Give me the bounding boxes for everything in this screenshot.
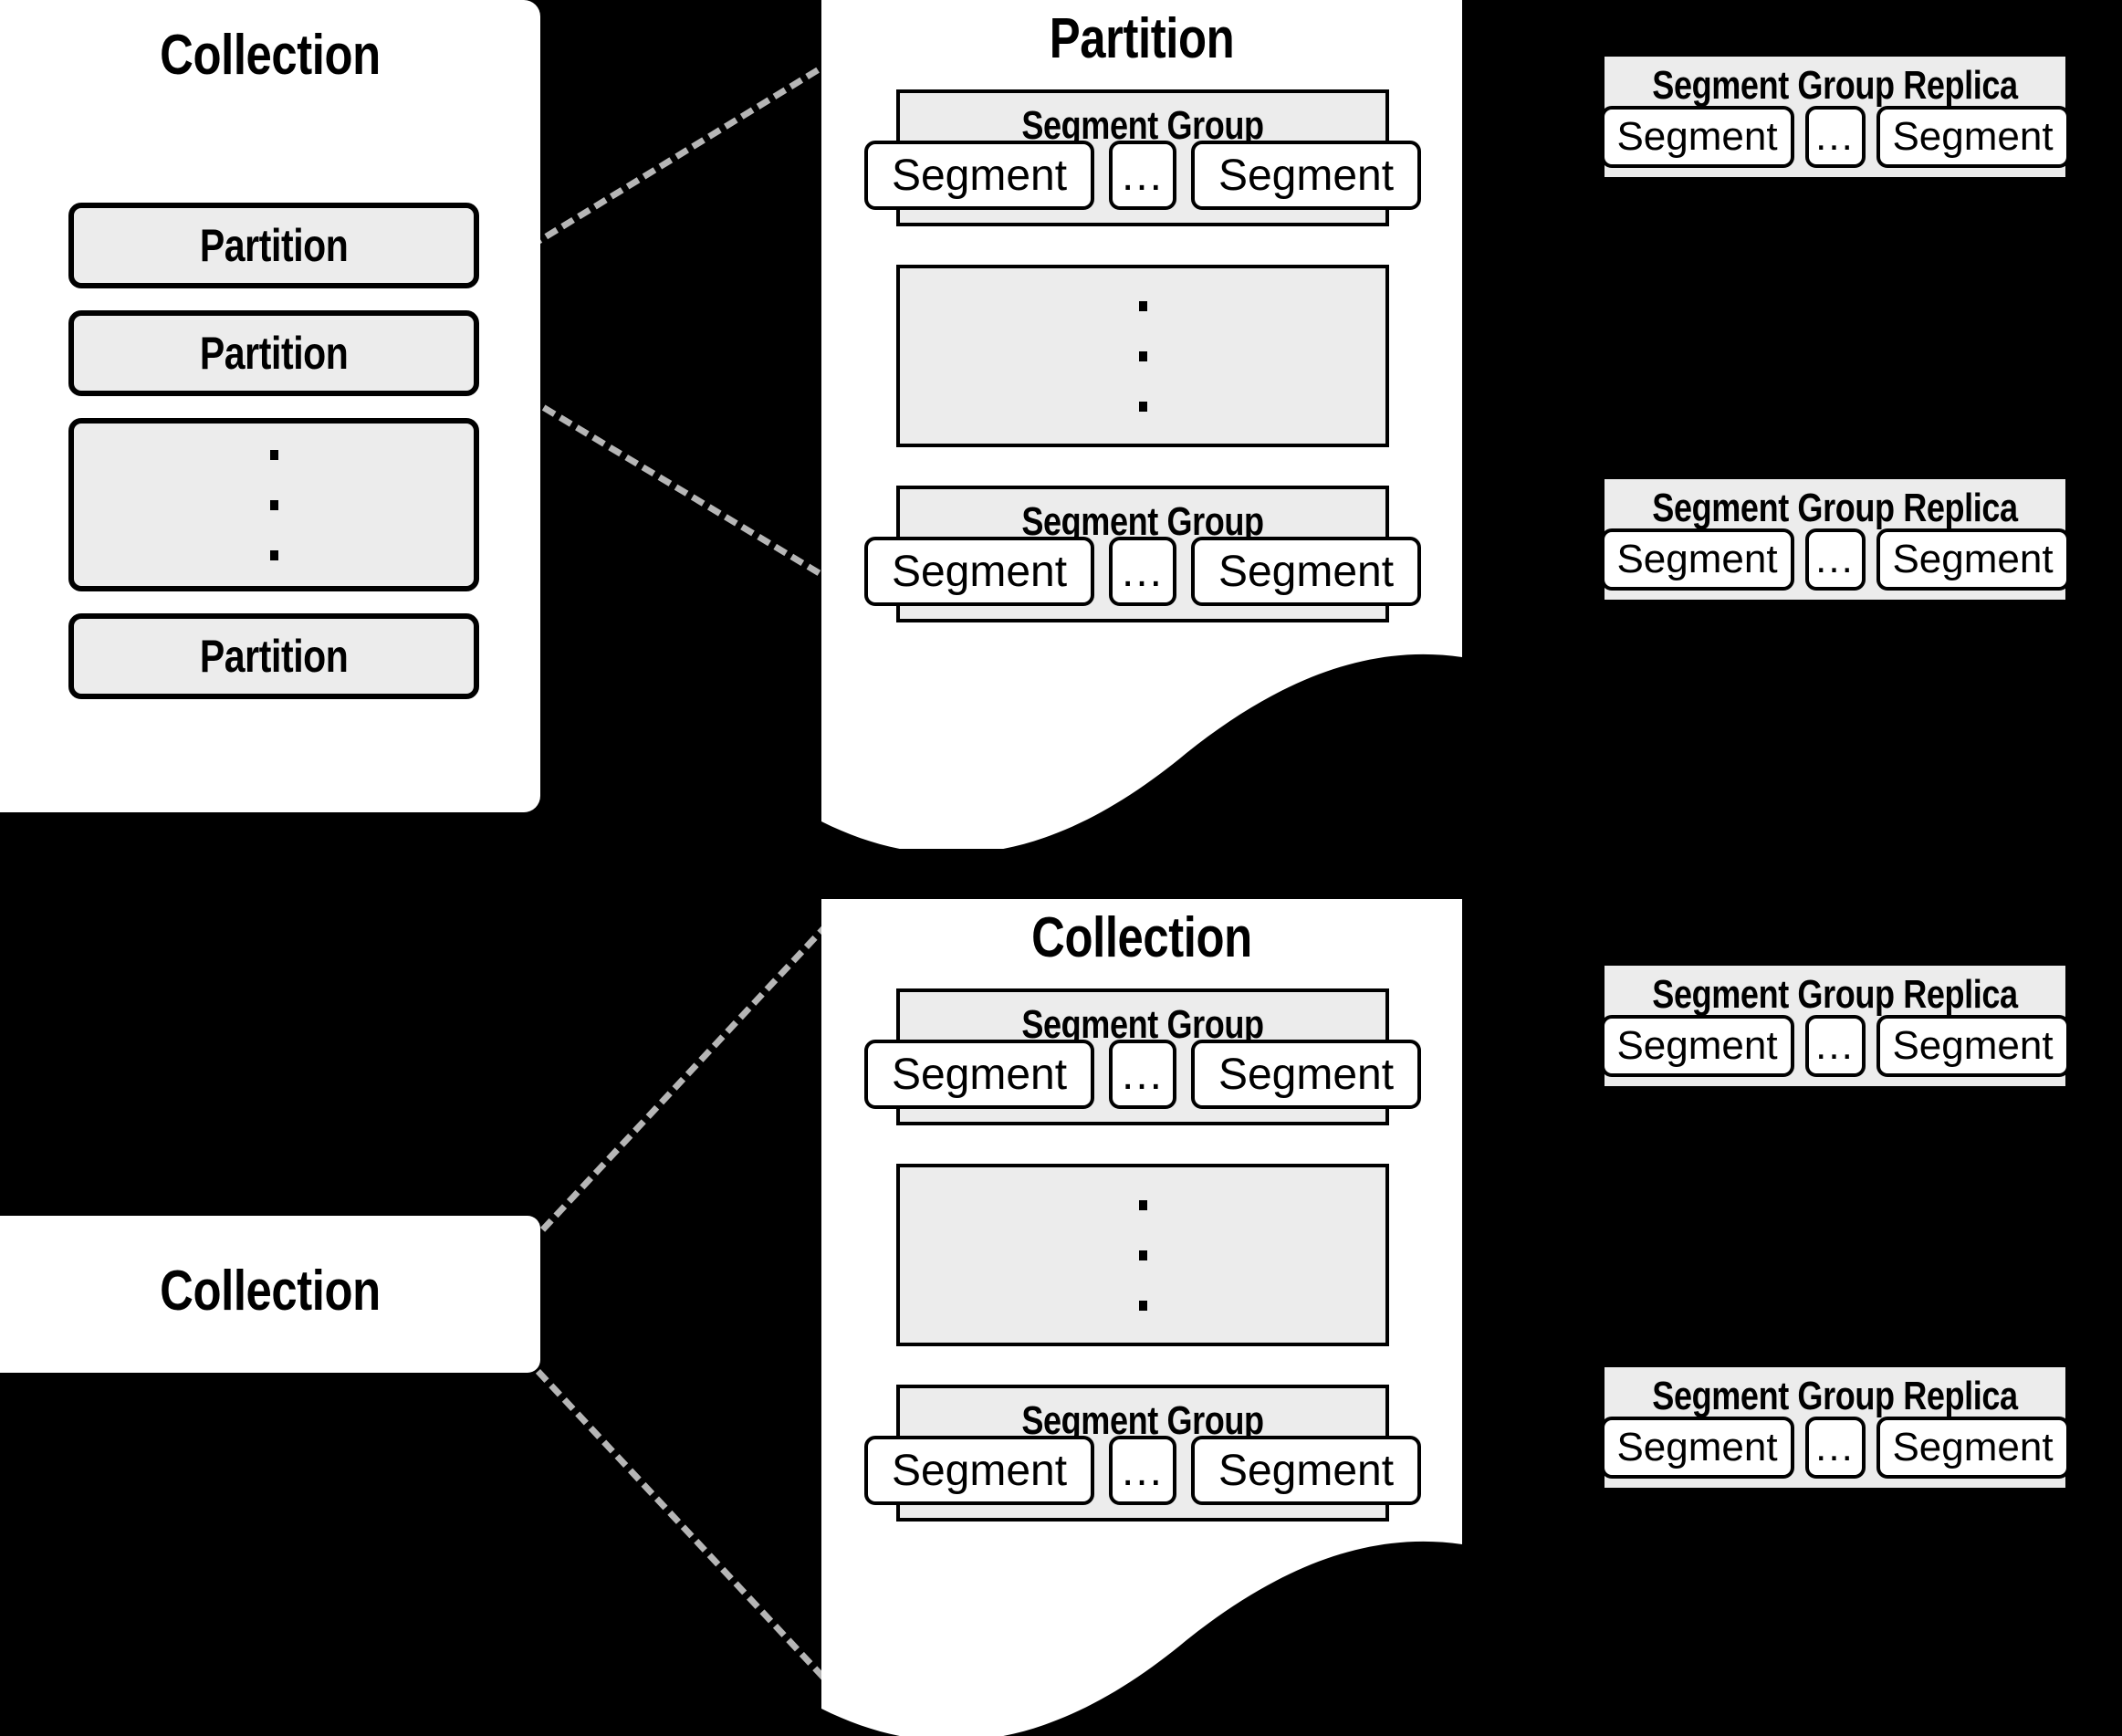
segment-box[interactable]: Segment: [1876, 528, 2070, 591]
segment-list: Segment ... Segment: [864, 537, 1421, 606]
segment-ellipsis: ...: [1109, 1040, 1176, 1109]
segment-list: Segment ... Segment: [864, 1040, 1421, 1109]
partition-detail-panel: Partition Segment Group Segment ... Segm…: [821, 0, 1462, 849]
segment-ellipsis: ...: [1804, 106, 1866, 168]
segment-ellipsis: ...: [1804, 1015, 1866, 1077]
torn-page-edge: [821, 1541, 1462, 1736]
partition-row[interactable]: Partition: [68, 310, 479, 396]
segment-list: Segment ... Segment: [864, 141, 1421, 210]
segment-box[interactable]: Segment: [1600, 1417, 1794, 1479]
segment-box[interactable]: Segment: [1600, 528, 1794, 591]
segment-box[interactable]: Segment: [1876, 106, 2070, 168]
collection-detail-panel: Collection Segment Group Segment ... Seg…: [821, 899, 1462, 1736]
segment-box[interactable]: Segment: [1191, 537, 1421, 606]
segment-box[interactable]: Segment: [864, 1436, 1094, 1505]
segment-box[interactable]: Segment: [864, 1040, 1094, 1109]
collection-panel-title: Collection: [1031, 906, 1252, 969]
segment-box[interactable]: Segment: [1600, 106, 1794, 168]
segment-group-replica-label: Segment Group Replica: [1652, 63, 2018, 108]
segment-box[interactable]: Segment: [864, 141, 1094, 210]
segment-group-replica[interactable]: Segment Group Replica Segment ... Segmen…: [1600, 966, 2070, 1086]
segment-box[interactable]: Segment: [1191, 1040, 1421, 1109]
connector-collection-bottom: [535, 1369, 840, 1694]
collection-node-label: Collection: [160, 1260, 381, 1323]
segment-list: Segment ... Segment: [1600, 1417, 2070, 1479]
segment-group-replica-label: Segment Group Replica: [1652, 1374, 2018, 1418]
partition-row-label: Partition: [199, 328, 349, 379]
segment-list: Segment ... Segment: [1600, 528, 2070, 591]
segment-list: Segment ... Segment: [1600, 1015, 2070, 1077]
segment-ellipsis: ...: [1109, 141, 1176, 210]
collection-node[interactable]: Collection: [0, 1216, 540, 1373]
torn-page-edge: [821, 654, 1462, 849]
segment-group-replica[interactable]: Segment Group Replica Segment ... Segmen…: [1600, 479, 2070, 600]
segment-group-label: Segment Group: [1021, 1398, 1264, 1443]
segment-group[interactable]: Segment Group Segment ... Segment: [864, 988, 1421, 1125]
segment-list: Segment ... Segment: [1600, 106, 2070, 168]
segment-group-ellipsis: [896, 265, 1389, 447]
segment-group-replica[interactable]: Segment Group Replica Segment ... Segmen…: [1600, 1367, 2070, 1488]
segment-group[interactable]: Segment Group Segment ... Segment: [864, 1385, 1421, 1522]
segment-box[interactable]: Segment: [864, 537, 1094, 606]
segment-group-replica-label: Segment Group Replica: [1652, 486, 2018, 530]
partition-row-label: Partition: [199, 631, 349, 682]
segment-ellipsis: ...: [1109, 1436, 1176, 1505]
vertical-ellipsis-icon: [900, 1167, 1385, 1343]
segment-ellipsis: ...: [1804, 528, 1866, 591]
left-collection-panel: Collection Partition Partition Partition: [0, 0, 540, 812]
segment-group-label: Segment Group: [1021, 103, 1264, 148]
segment-ellipsis: ...: [1109, 537, 1176, 606]
partition-panel-title: Partition: [1049, 7, 1235, 70]
segment-group[interactable]: Segment Group Segment ... Segment: [864, 486, 1421, 622]
segment-group-replica-label: Segment Group Replica: [1652, 972, 2018, 1017]
vertical-ellipsis-icon: [74, 430, 474, 580]
segment-box[interactable]: Segment: [1876, 1015, 2070, 1077]
segment-box[interactable]: Segment: [1600, 1015, 1794, 1077]
partition-row-ellipsis: [68, 418, 479, 591]
segment-box[interactable]: Segment: [1876, 1417, 2070, 1479]
connector-collection-top: [540, 906, 844, 1232]
segment-box[interactable]: Segment: [1191, 1436, 1421, 1505]
partition-row-label: Partition: [199, 220, 349, 271]
segment-list: Segment ... Segment: [864, 1436, 1421, 1505]
left-collection-title: Collection: [160, 24, 381, 87]
vertical-ellipsis-icon: [900, 268, 1385, 444]
segment-group-label: Segment Group: [1021, 499, 1264, 544]
segment-group-replica[interactable]: Segment Group Replica Segment ... Segmen…: [1600, 57, 2070, 177]
segment-box[interactable]: Segment: [1191, 141, 1421, 210]
segment-ellipsis: ...: [1804, 1417, 1866, 1479]
segment-group-label: Segment Group: [1021, 1002, 1264, 1047]
partition-row[interactable]: Partition: [68, 613, 479, 699]
segment-group-ellipsis: [896, 1164, 1389, 1346]
partition-row[interactable]: Partition: [68, 203, 479, 288]
segment-group[interactable]: Segment Group Segment ... Segment: [864, 89, 1421, 226]
